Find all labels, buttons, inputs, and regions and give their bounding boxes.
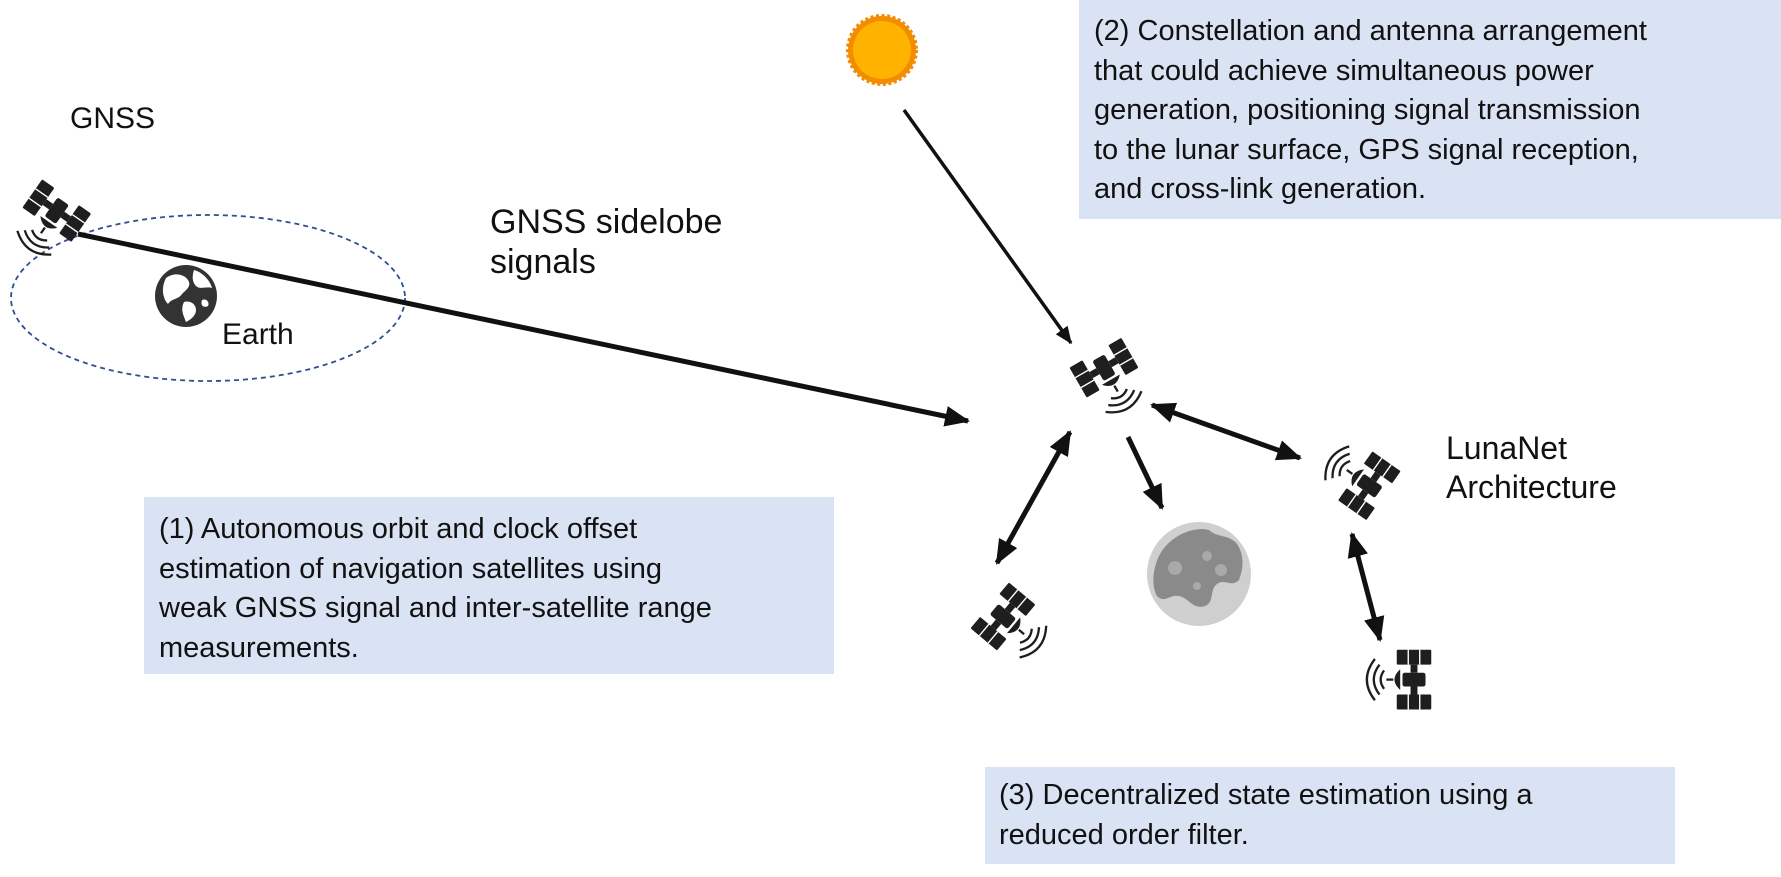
- satellite-icon-gnss: [4, 178, 93, 268]
- earth-label: Earth: [222, 318, 294, 351]
- box2-line: (2) Constellation and antenna arrangemen…: [1094, 15, 1647, 47]
- box1-line: weak GNSS signal and inter-satellite ran…: [159, 592, 712, 624]
- crosslink-arrow-lower-left: [994, 430, 1073, 565]
- lunanet-label-line2: Architecture: [1446, 469, 1617, 505]
- objective-box-2: (2) Constellation and antenna arrangemen…: [1079, 0, 1781, 219]
- moon-icon: [1147, 522, 1251, 626]
- box1-line: estimation of navigation satellites usin…: [159, 552, 662, 585]
- crosslink-arrow-lower-right: [1347, 531, 1385, 643]
- objective-box-3: (3) Decentralized state estimation using…: [985, 767, 1675, 864]
- gnss-sidelobe-arrow: [77, 231, 971, 427]
- satellite-icon-right: [1312, 433, 1402, 522]
- box2-line: generation, positioning signal transmiss…: [1094, 94, 1641, 126]
- sun-arrow: [902, 108, 1073, 345]
- lunanet-label-line1: LunaNet: [1446, 430, 1567, 466]
- box1-line: measurements.: [159, 631, 359, 664]
- crosslink-arrow-right: [1150, 402, 1302, 461]
- box2-line: that could achieve simultaneous power: [1094, 54, 1594, 87]
- earth-globe-icon: [155, 265, 217, 327]
- box2-line: to the lunar surface, GPS signal recepti…: [1094, 133, 1639, 166]
- earth-orbit: [10, 214, 406, 382]
- sun-icon: [846, 14, 918, 86]
- satellite-icon-lower-left: [969, 581, 1060, 671]
- box3-line: reduced order filter.: [999, 818, 1249, 851]
- satellite-icon-lower-right: [1365, 648, 1433, 711]
- objective-box-1: (1) Autonomous orbit and clock offset es…: [144, 497, 834, 674]
- box3-line: (3) Decentralized state estimation using…: [999, 779, 1533, 811]
- sidelobe-label-line1: GNSS sidelobe: [490, 203, 723, 241]
- gnss-label: GNSS: [70, 102, 156, 135]
- sidelobe-label-line2: signals: [490, 243, 596, 281]
- moon-signal-arrow: [1125, 435, 1165, 510]
- box1-line: (1) Autonomous orbit and clock offset: [159, 513, 638, 545]
- box2-line: and cross-link generation.: [1094, 173, 1427, 205]
- satellite-icon-center: [1068, 336, 1155, 425]
